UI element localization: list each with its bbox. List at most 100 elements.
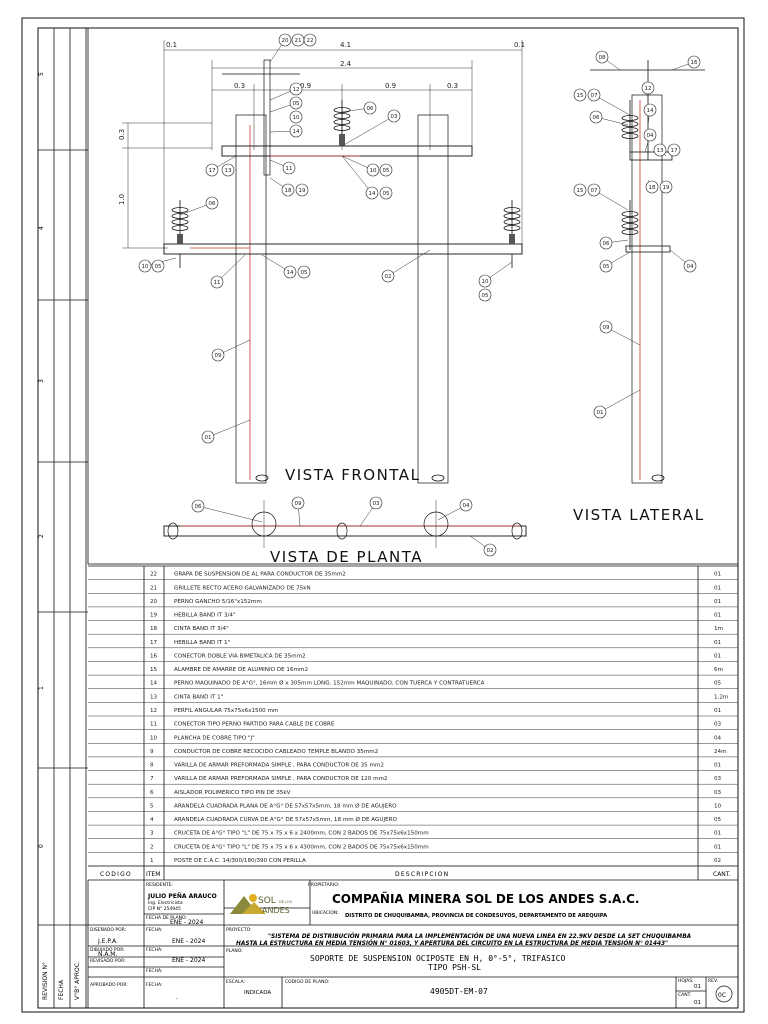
bom-item-number: 19 bbox=[150, 613, 158, 619]
callout-bubble bbox=[191, 499, 205, 513]
callout-number: 12 bbox=[645, 86, 652, 92]
callout-bubble bbox=[659, 180, 673, 194]
bom-quantity: 01 bbox=[714, 585, 722, 591]
callout-number: 13 bbox=[657, 148, 664, 154]
fecha-plano: ENE - 2024 bbox=[170, 919, 204, 926]
bom-description: POSTE DE C.A.C. 14/300/180/390 CON PERIL… bbox=[174, 858, 306, 864]
dim-vertical-mid: 1.0 bbox=[118, 194, 126, 205]
callout-bubble bbox=[599, 320, 613, 334]
callout-bubble bbox=[363, 101, 377, 115]
insulator-right bbox=[503, 200, 521, 268]
front-view-title: VISTA FRONTAL bbox=[285, 466, 420, 484]
callout-number: 22 bbox=[307, 38, 314, 44]
dim-d3: 0.9 bbox=[385, 82, 396, 90]
bom-item-number: 13 bbox=[150, 694, 158, 700]
bom-description: VARILLA DE ARMAR PREFORMADA SIMPLE , PAR… bbox=[174, 776, 388, 782]
callout-bubble bbox=[221, 163, 235, 177]
callout-number: 19 bbox=[299, 188, 306, 194]
callout-bubble bbox=[289, 124, 303, 138]
bom-item-number: 20 bbox=[150, 599, 158, 605]
bom-item-number: 12 bbox=[150, 708, 157, 714]
title-block: RESIDENTE: JULIO PEÑA ARAUCO Ing. Electr… bbox=[87, 880, 738, 1008]
callout-number: 14 bbox=[369, 191, 376, 197]
bom-description: PERNO GANCHO 5/16"x152mm bbox=[174, 599, 262, 605]
bom-quantity: 03 bbox=[714, 790, 722, 796]
bom-quantity: 01 bbox=[714, 599, 722, 605]
callout-number: 15 bbox=[577, 93, 584, 99]
fecha-label: FECHA: bbox=[146, 927, 162, 933]
escala: INDICADA bbox=[244, 990, 271, 996]
bom-quantity: 03 bbox=[714, 722, 722, 728]
bom-description: CONECTOR TIPO PERNO PARTIDO PARA CABLE D… bbox=[174, 722, 335, 728]
insulator-center bbox=[333, 100, 351, 146]
callout-bubble bbox=[687, 55, 701, 69]
dibujado: N.A.M. bbox=[98, 951, 117, 958]
callout-bubble bbox=[459, 498, 473, 512]
bom-description: CINTA BAND IT 1" bbox=[174, 694, 224, 700]
codigo-label: CODIGO DE PLANO: bbox=[285, 979, 329, 985]
callout-number: 06 bbox=[367, 106, 374, 112]
bom-description: HEBILLA BAND IT 3/4" bbox=[174, 613, 236, 619]
bom-quantity: 01 bbox=[714, 640, 722, 646]
zone-label: 1 bbox=[38, 686, 45, 690]
logo-sol: SOL bbox=[258, 896, 276, 906]
callout-number: 05 bbox=[482, 293, 489, 299]
codigo-plano: 4905DT-EM-07 bbox=[430, 987, 488, 996]
callout-number: 05 bbox=[293, 101, 300, 107]
callout-bubble bbox=[379, 186, 393, 200]
bom-description: PERFIL ANGULAR 75x75x6x1500 mm bbox=[174, 708, 278, 714]
callout-bubble bbox=[381, 269, 395, 283]
zone-label: 5 bbox=[38, 72, 45, 76]
callout-bubble bbox=[291, 496, 305, 510]
callout-number: 09 bbox=[603, 325, 610, 331]
logo-de-los: DE LOS bbox=[279, 900, 293, 904]
front-view: 4.1 2.4 0.3 0.9 0.9 0.3 0.1 0.1 0.3 1.0 bbox=[118, 33, 525, 484]
callout-number: 09 bbox=[295, 501, 302, 507]
bom-quantity: 24m bbox=[714, 749, 727, 755]
bom-quantity: 05 bbox=[714, 817, 722, 823]
callout-number: 16 bbox=[691, 60, 698, 66]
callout-bubble bbox=[138, 259, 152, 273]
bom-quantity: 01 bbox=[714, 831, 722, 837]
bom-item-number: 14 bbox=[150, 681, 158, 687]
zone-label: 3 bbox=[38, 379, 45, 383]
dim-sub: 2.4 bbox=[340, 60, 352, 68]
bom-quantity: 01 bbox=[714, 763, 722, 769]
callout-bubble bbox=[599, 259, 613, 273]
callout-number: 14 bbox=[287, 270, 294, 276]
dibujado-label: DIBUJADO POR: bbox=[90, 947, 125, 953]
bom-description: GRAPA DE SUSPENSION DE AL PARA CONDUCTOR… bbox=[174, 572, 346, 578]
fecha-plano-label: FECHA DE PLANO: bbox=[146, 915, 187, 921]
callout-bubble bbox=[289, 82, 303, 96]
ubicacion: DISTRITO DE CHUQUIBAMBA, PROVINCIA DE CO… bbox=[345, 913, 607, 919]
bom-rows: 22 GRAPA DE SUSPENSION DE AL PARA CONDUCT… bbox=[88, 572, 738, 867]
cant: 01 bbox=[694, 1000, 701, 1006]
callout-number: 02 bbox=[487, 548, 494, 554]
hojas: 01 bbox=[694, 984, 701, 990]
bom-item-number: 22 bbox=[150, 572, 157, 578]
callout-bubble bbox=[573, 88, 587, 102]
callout-number: 21 bbox=[295, 38, 302, 44]
callout-number: 10 bbox=[142, 264, 149, 270]
bom-description: CRUCETA DE A°G° TIPO "L" DE 75 x 75 x 6 … bbox=[174, 844, 429, 850]
bom-quantity: 10 bbox=[714, 803, 722, 809]
callout-number: 05 bbox=[383, 191, 390, 197]
callout-number: 13 bbox=[225, 168, 232, 174]
bom-item-number: 5 bbox=[150, 803, 154, 809]
callout-number: 02 bbox=[385, 274, 392, 280]
propietario-label: PROPIETARIO: bbox=[308, 882, 339, 888]
callout-bubble bbox=[365, 186, 379, 200]
callout-bubble bbox=[379, 163, 393, 177]
